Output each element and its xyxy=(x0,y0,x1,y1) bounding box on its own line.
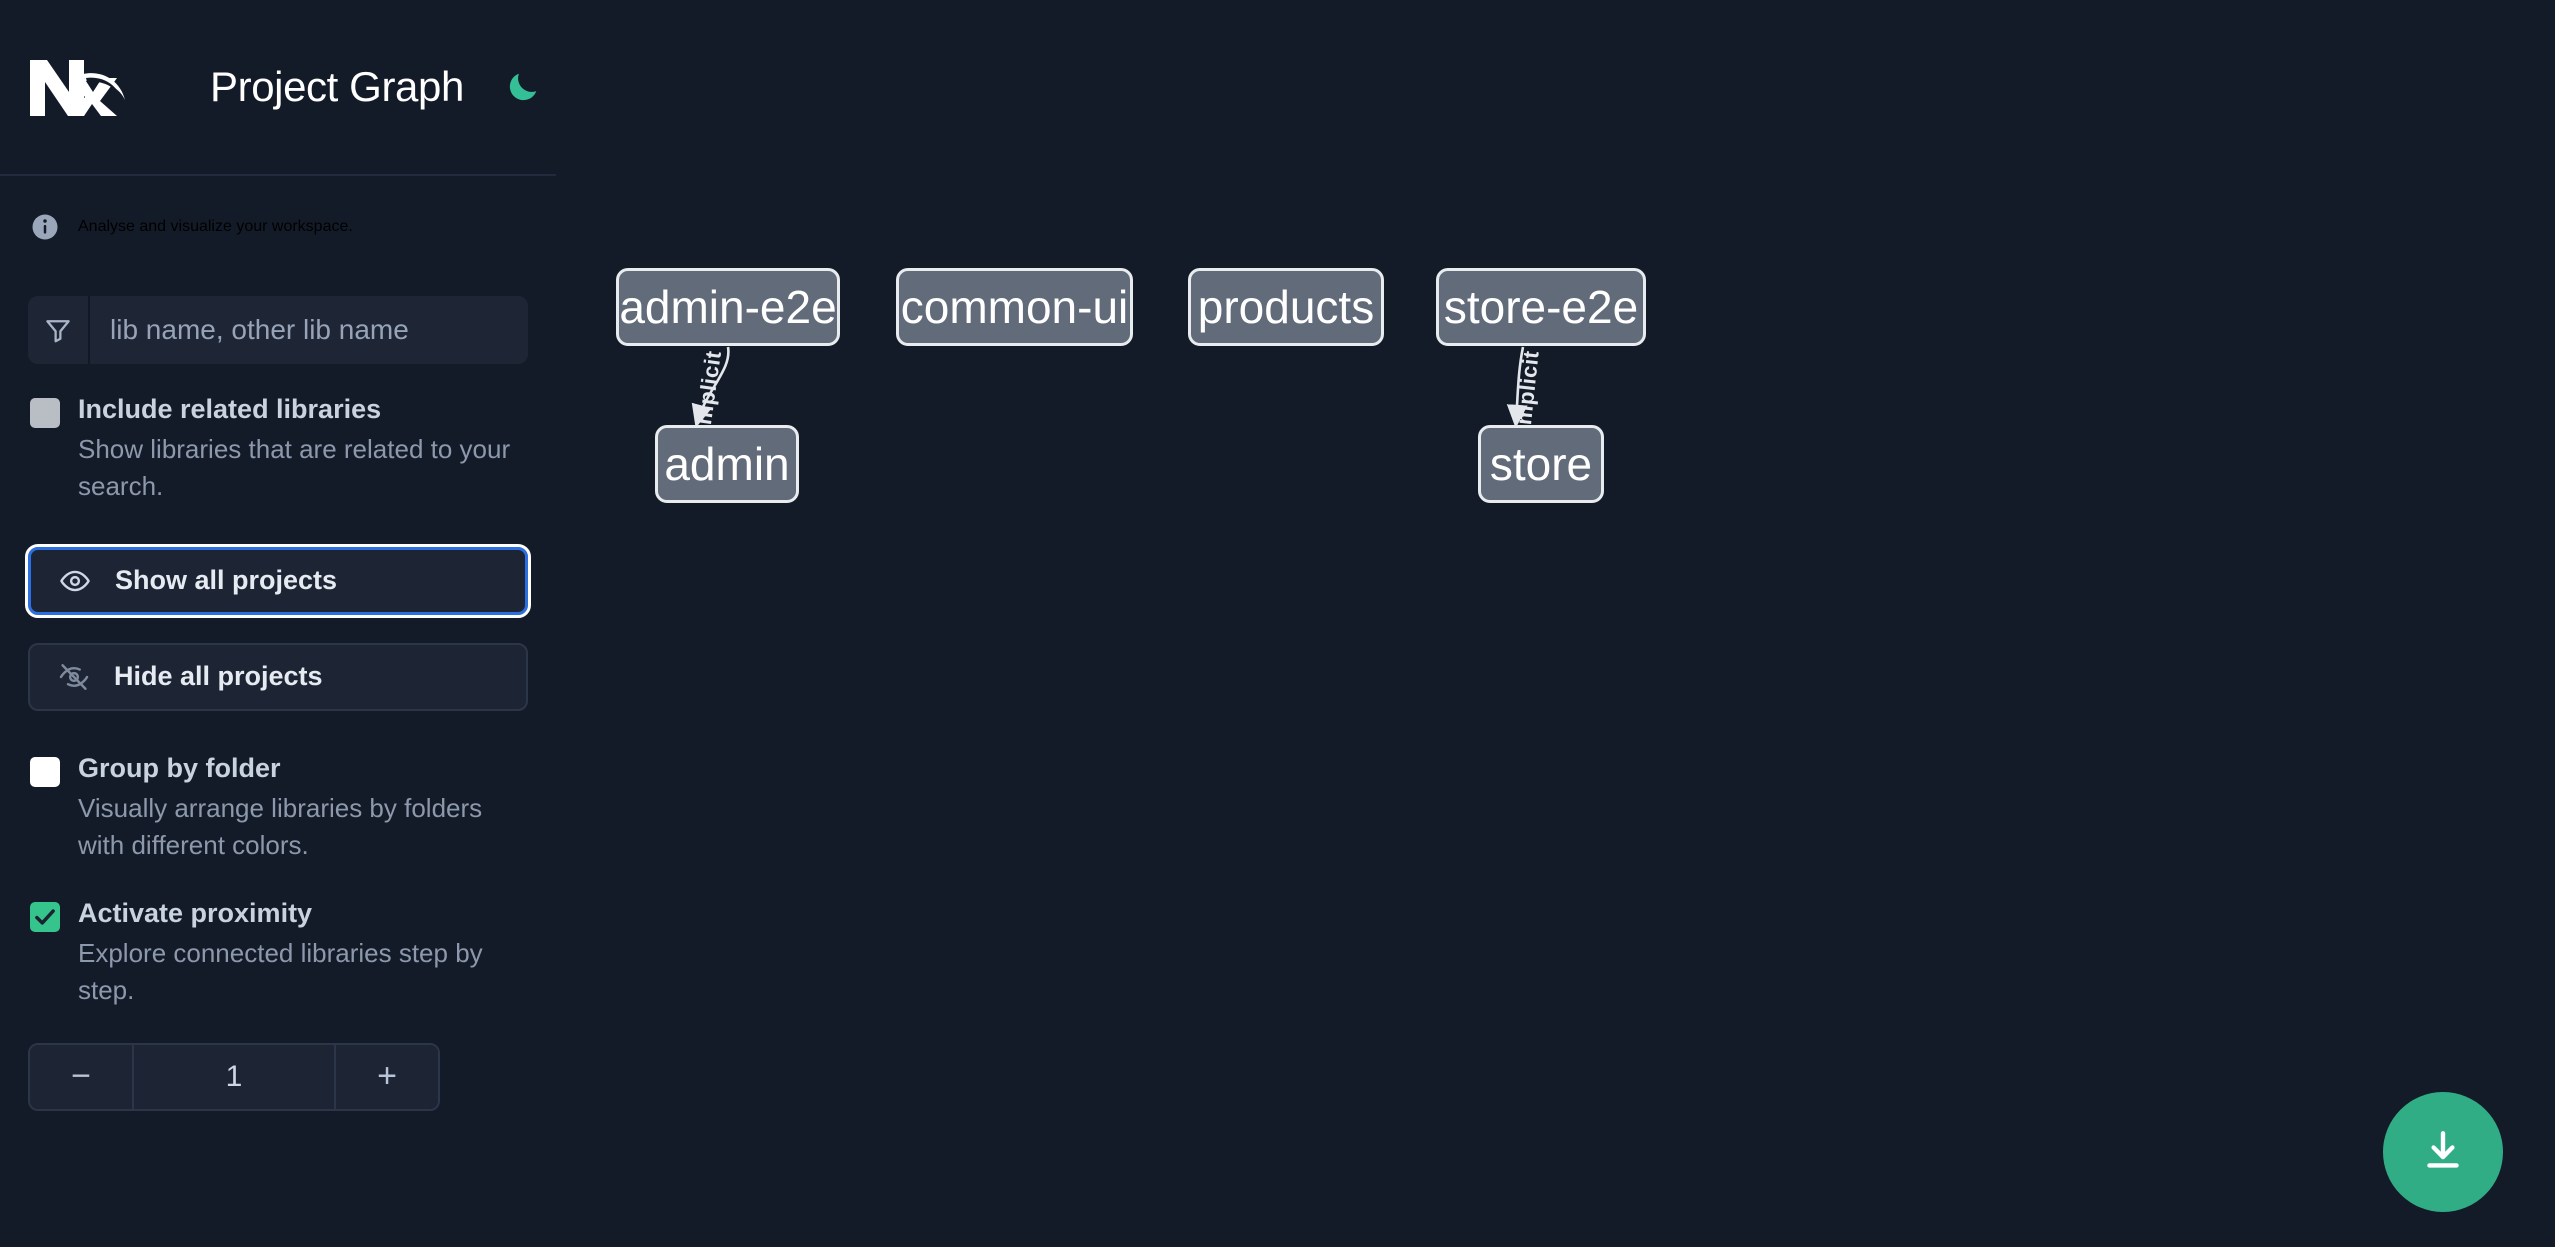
page-title: Project Graph xyxy=(210,63,464,110)
workspace-description-text: Analyse and visualize your workspace. xyxy=(78,218,353,235)
workspace-description: Analyse and visualize your workspace. xyxy=(28,176,528,278)
option-description: Visually arrange libraries by folders wi… xyxy=(78,793,483,860)
funnel-icon xyxy=(28,296,90,364)
graph-node-admin[interactable]: admin xyxy=(655,425,799,503)
sidebar-header: Project Graph xyxy=(0,0,556,176)
filter-field[interactable] xyxy=(28,296,528,364)
moon-icon[interactable] xyxy=(500,64,546,110)
proximity-decrement-button[interactable]: − xyxy=(30,1044,134,1109)
graph-edges xyxy=(691,346,1528,429)
proximity-stepper: − 1 + xyxy=(28,1042,440,1111)
checkbox-activate-proximity[interactable] xyxy=(30,901,60,932)
eye-icon xyxy=(59,565,91,597)
nx-logo xyxy=(28,54,128,120)
checkbox-group-by-folder[interactable] xyxy=(30,756,60,787)
sidebar: Project Graph Analyse and visualize your… xyxy=(0,0,556,1247)
option-title: Activate proximity xyxy=(78,897,313,928)
search-input[interactable] xyxy=(90,296,528,364)
graph-node-store-e2e[interactable]: store-e2e xyxy=(1436,268,1646,346)
option-group-by-folder[interactable]: Group by folder Visually arrange librari… xyxy=(28,751,528,864)
graph-node-products[interactable]: products xyxy=(1188,268,1384,346)
graph-node-admin-e2e[interactable]: admin-e2e xyxy=(616,268,840,346)
edge-label-implicit-admin: implicit xyxy=(689,349,727,433)
option-title: Group by folder xyxy=(78,752,281,783)
option-description: Show libraries that are related to your … xyxy=(78,434,511,501)
graph-node-common-ui[interactable]: common-ui xyxy=(896,268,1133,346)
option-activate-proximity[interactable]: Activate proximity Explore connected lib… xyxy=(28,896,528,1009)
option-title: Include related libraries xyxy=(78,394,382,424)
proximity-value: 1 xyxy=(134,1044,334,1109)
proximity-increment-button[interactable]: + xyxy=(334,1044,438,1109)
sidebar-body: Analyse and visualize your workspace. In… xyxy=(0,176,556,1111)
eye-off-icon xyxy=(58,661,90,693)
show-all-projects-label: Show all projects xyxy=(115,565,338,596)
info-icon xyxy=(30,212,60,242)
show-all-projects-button[interactable]: Show all projects xyxy=(25,543,531,618)
graph-canvas[interactable]: implicit implicit admin-e2e common-ui pr… xyxy=(556,0,2555,1247)
hide-all-projects-button[interactable]: Hide all projects xyxy=(28,642,528,711)
graph-node-store[interactable]: store xyxy=(1478,425,1604,503)
download-button[interactable] xyxy=(2383,1092,2503,1212)
download-icon xyxy=(2418,1125,2468,1180)
option-description: Explore connected libraries step by step… xyxy=(78,937,483,1005)
hide-all-projects-label: Hide all projects xyxy=(114,661,323,692)
checkbox-include-related-libraries[interactable] xyxy=(30,398,60,428)
edge-label-implicit-store: implicit xyxy=(1510,349,1544,433)
option-include-related-libraries[interactable]: Include related libraries Show libraries… xyxy=(28,392,528,505)
